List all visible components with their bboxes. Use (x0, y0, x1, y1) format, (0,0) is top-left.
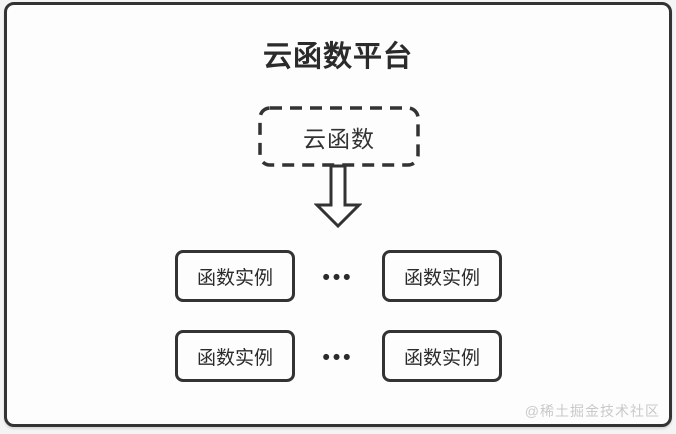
function-instance-box: 函数实例 (382, 330, 502, 382)
watermark-text: @稀土掘金技术社区 (524, 403, 660, 419)
cloud-function-label: 云函数 (303, 125, 375, 152)
page-title: 云函数平台 (262, 41, 413, 73)
function-instance-box: 函数实例 (175, 250, 295, 302)
function-instance-box: 函数实例 (175, 330, 295, 382)
ellipsis-dots: ••• (322, 266, 354, 289)
ellipsis-dots: ••• (322, 346, 354, 369)
down-arrow-icon (314, 164, 362, 229)
dashed-border-frame (258, 106, 420, 167)
function-instance-box: 函数实例 (382, 250, 502, 302)
cloud-function-node: 云函数 (258, 106, 420, 167)
